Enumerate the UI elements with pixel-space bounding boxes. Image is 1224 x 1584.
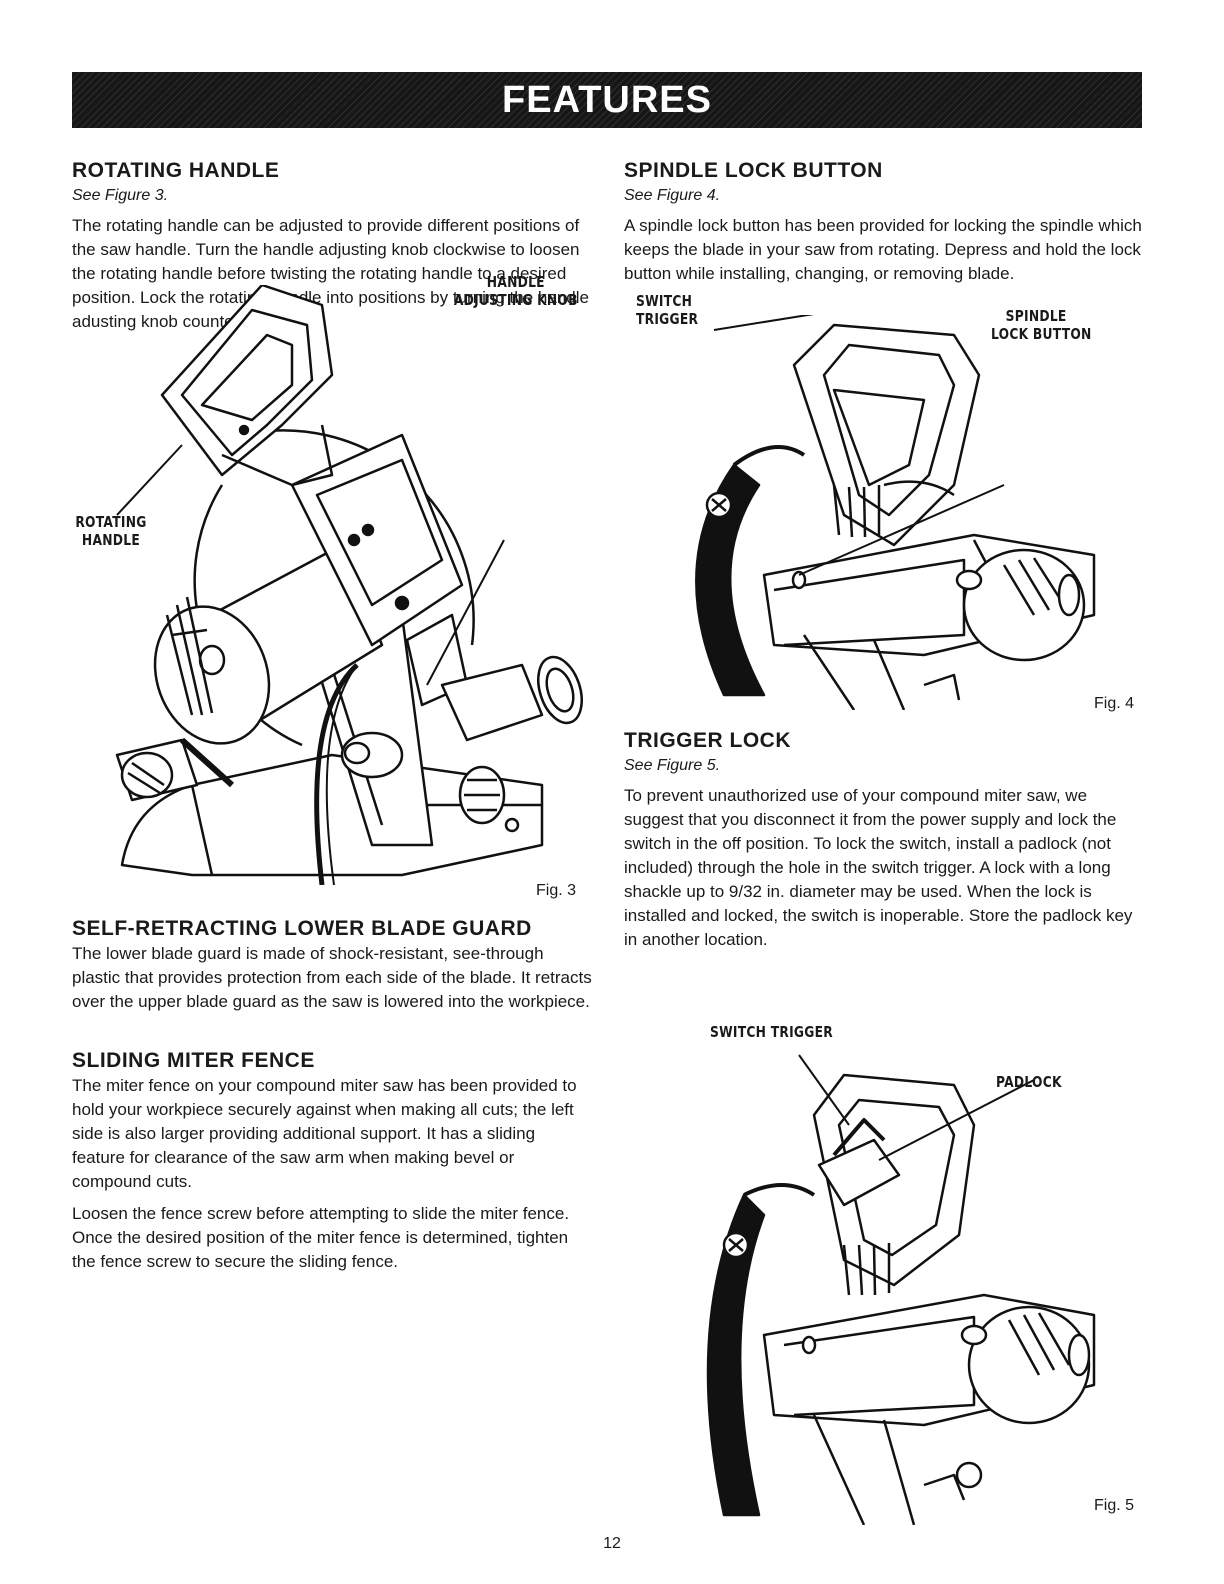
rotating-handle-heading: ROTATING HANDLE xyxy=(72,159,280,182)
callout-switch-trigger-fig4: SWITCH TRIGGER xyxy=(636,292,698,328)
miter-fence-body-1: The miter fence on your compound miter s… xyxy=(72,1076,577,1191)
trigger-lock-padlock-illustration xyxy=(706,1054,1096,1525)
callout-rotating-handle-line1: ROTATING xyxy=(75,513,147,531)
figure-3: ROTATING HANDLE HANDLE ADJUSTING KNOB xyxy=(72,273,592,885)
callout-handle-adjusting-knob-line1: HANDLE xyxy=(486,273,545,291)
spindle-lock-body: A spindle lock button has been provided … xyxy=(624,216,1142,283)
blade-guard-body: The lower blade guard is made of shock-r… xyxy=(72,944,592,1011)
callout-handle-adjusting-knob-line2: ADJUSTING KNOB xyxy=(453,291,578,309)
figure-3-caption: Fig. 3 xyxy=(536,882,577,899)
callout-spindle-lock-button-line1: SPINDLE xyxy=(1005,307,1067,325)
rotating-handle-body: The rotating handle can be adjusted to p… xyxy=(72,216,589,331)
figure-4-caption: Fig. 4 xyxy=(1094,695,1135,712)
rotating-handle-section: ROTATING HANDLE See Figure 3. The rotati… xyxy=(72,158,592,342)
rotating-handle-see-figure: See Figure 3. xyxy=(72,187,169,204)
page-number: 12 xyxy=(603,1535,621,1552)
blade-guard-heading: SELF-RETRACTING LOWER BLADE GUARD xyxy=(72,917,532,940)
callout-padlock: PADLOCK xyxy=(996,1073,1062,1091)
figure-4: SWITCH TRIGGER SPINDLE LOCK BUTTON xyxy=(624,292,1144,710)
banner-title: FEATURES xyxy=(502,79,712,121)
callout-rotating-handle-line2: HANDLE xyxy=(81,531,140,549)
callout-spindle-lock-button: SPINDLE LOCK BUTTON xyxy=(991,307,1092,343)
miter-fence-heading: SLIDING MITER FENCE xyxy=(72,1049,315,1072)
miter-fence-section: SLIDING MITER FENCE The miter fence on y… xyxy=(72,1048,592,1282)
spindle-lock-section: SPINDLE LOCK BUTTON See Figure 4. A spin… xyxy=(624,158,1144,294)
callout-handle-adjusting-knob: HANDLE ADJUSTING KNOB xyxy=(442,273,590,309)
callout-switch-trigger-fig4-line2: TRIGGER xyxy=(636,310,699,328)
trigger-lock-section: TRIGGER LOCK See Figure 5. To prevent un… xyxy=(624,728,1144,960)
section-banner: FEATURES xyxy=(72,72,1142,128)
figure-5: SWITCH TRIGGER PADLOCK xyxy=(624,1023,1144,1525)
spindle-lock-heading: SPINDLE LOCK BUTTON xyxy=(624,159,883,182)
figure-5-caption: Fig. 5 xyxy=(1094,1497,1135,1514)
trigger-lock-see-figure: See Figure 5. xyxy=(624,757,721,774)
miter-saw-handle-illustration xyxy=(115,285,583,885)
blade-guard-section: SELF-RETRACTING LOWER BLADE GUARD The lo… xyxy=(72,916,592,1022)
callout-switch-trigger-fig5: SWITCH TRIGGER xyxy=(710,1023,833,1041)
callout-rotating-handle: ROTATING HANDLE xyxy=(72,513,150,549)
trigger-lock-body: To prevent unauthorized use of your comp… xyxy=(624,786,1133,949)
spindle-lock-see-figure: See Figure 4. xyxy=(624,187,721,204)
miter-fence-body-2: Loosen the fence screw before attempting… xyxy=(72,1204,570,1271)
callout-switch-trigger-fig4-line1: SWITCH xyxy=(636,292,693,310)
trigger-lock-heading: TRIGGER LOCK xyxy=(624,729,791,752)
spindle-lock-illustration xyxy=(695,315,1096,710)
callout-spindle-lock-button-line2: LOCK BUTTON xyxy=(991,325,1092,343)
